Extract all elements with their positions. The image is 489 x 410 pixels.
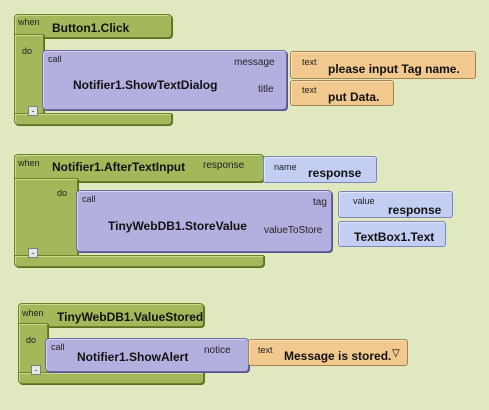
text-block-notice[interactable] xyxy=(248,339,408,366)
text-value[interactable]: Message is stored. xyxy=(284,349,392,363)
button1-click-event-footer[interactable] xyxy=(14,113,172,125)
call-label: call xyxy=(48,54,62,64)
collapse-toggle[interactable]: - xyxy=(28,106,38,116)
when-label: when xyxy=(22,308,44,318)
notifier1-showtextdialog-block[interactable] xyxy=(42,50,287,110)
name-block-response[interactable] xyxy=(263,156,377,183)
text-block-title[interactable] xyxy=(290,80,394,106)
collapse-toggle[interactable]: - xyxy=(28,248,38,258)
value-value[interactable]: response xyxy=(388,203,442,217)
name-value[interactable]: response xyxy=(308,166,362,180)
text-tag: text xyxy=(258,345,273,355)
text-block-message[interactable] xyxy=(290,51,476,79)
aftertextinput-event-footer[interactable] xyxy=(14,255,264,267)
value-tag: value xyxy=(353,196,375,206)
name-tag: name xyxy=(274,162,297,172)
do-label: do xyxy=(26,335,37,345)
event-name: TinyWebDB1.ValueStored xyxy=(57,310,204,324)
event-name: Button1.Click xyxy=(52,21,130,35)
method-name: TinyWebDB1.StoreValue xyxy=(108,219,247,233)
method-name: Notifier1.ShowTextDialog xyxy=(73,78,218,92)
response-param-label: response xyxy=(203,160,245,171)
valuetostore-arg-label: valueToStore xyxy=(264,225,323,236)
component-value[interactable]: TextBox1.Text xyxy=(354,230,435,244)
notifier1-showalert-block[interactable] xyxy=(45,338,249,372)
text-tag: text xyxy=(302,57,317,67)
text-value[interactable]: please input Tag name. xyxy=(328,62,460,76)
message-arg-label: message xyxy=(234,57,275,68)
notice-arg-label: notice xyxy=(204,345,231,356)
when-label: when xyxy=(18,158,40,168)
tag-arg-label: tag xyxy=(313,197,327,208)
tinywebdb1-valuestored-event-block[interactable] xyxy=(18,303,204,327)
do-label: do xyxy=(22,46,33,56)
title-arg-label: title xyxy=(258,84,274,95)
notifier1-aftertextinput-event-block[interactable] xyxy=(14,154,264,182)
method-name: Notifier1.ShowAlert xyxy=(77,350,189,364)
do-label: do xyxy=(57,188,68,198)
call-label: call xyxy=(51,342,65,352)
text-value[interactable]: put Data. xyxy=(328,90,380,104)
tinywebdb1-storevalue-block[interactable] xyxy=(76,190,332,252)
value-block-response[interactable] xyxy=(338,191,453,218)
call-label: call xyxy=(82,194,96,204)
aftertextinput-event-body[interactable] xyxy=(14,178,78,266)
when-label: when xyxy=(18,17,40,27)
valuestored-event-footer[interactable] xyxy=(18,372,204,384)
text-tag: text xyxy=(302,85,317,95)
component-block-textbox1-text[interactable] xyxy=(338,221,446,247)
collapse-toggle[interactable]: - xyxy=(31,365,41,375)
dropdown-icon[interactable]: ▽ xyxy=(392,348,400,359)
event-name: Notifier1.AfterTextInput xyxy=(52,160,186,174)
